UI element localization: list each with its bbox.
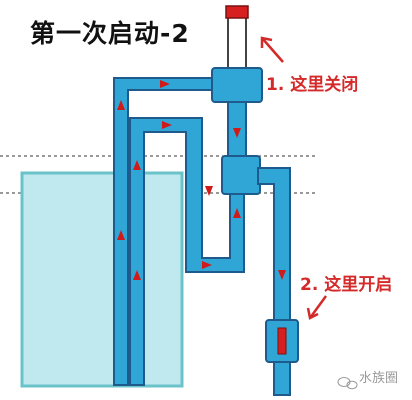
annotation-arrow-1 bbox=[261, 37, 284, 63]
flow-arrow-up-2 bbox=[117, 230, 125, 240]
annotation-arrow-2 bbox=[308, 295, 328, 319]
open-valve-handle bbox=[277, 327, 287, 355]
annotation-arrows bbox=[260, 36, 328, 320]
upper-tee-fitting bbox=[211, 67, 263, 103]
closed-valve-cap bbox=[225, 5, 249, 19]
flow-arrow-down-1 bbox=[233, 128, 241, 138]
diagram-title: 第一次启动-2 bbox=[30, 19, 190, 48]
flow-arrow-up-5 bbox=[233, 208, 241, 218]
tank bbox=[20, 171, 184, 388]
flow-arrow-right-2 bbox=[162, 121, 172, 129]
flow-arrow-down-2 bbox=[205, 186, 213, 196]
watermark-icon bbox=[337, 377, 358, 390]
flow-arrow-right-3 bbox=[202, 261, 212, 269]
annotation-step1: 1. 这里关闭 bbox=[266, 75, 359, 95]
flow-arrow-down-3 bbox=[278, 270, 286, 280]
closed-valve-body bbox=[227, 13, 247, 77]
annotation-step2: 2. 这里开启 bbox=[300, 275, 393, 295]
flow-arrow-right-1 bbox=[160, 80, 170, 88]
annotation-arrowhead-1 bbox=[260, 36, 273, 48]
watermark-text: 水族圈 bbox=[358, 371, 398, 386]
flow-arrow-up-4 bbox=[133, 270, 141, 280]
lower-tee-fitting bbox=[221, 155, 261, 195]
flow-arrows bbox=[117, 80, 286, 280]
flow-arrow-up-3 bbox=[133, 160, 141, 170]
annotation-arrowhead-2 bbox=[306, 307, 319, 320]
flow-arrow-up-1 bbox=[117, 100, 125, 110]
